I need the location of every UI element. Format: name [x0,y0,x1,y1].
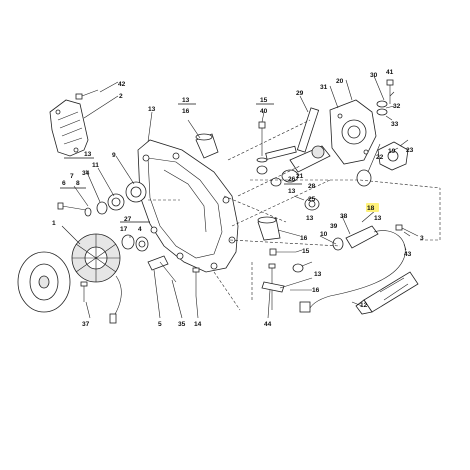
callout-27: 27 [124,216,132,223]
assembly-lines [148,119,441,311]
callout-23: 23 [406,147,414,154]
callout-25: 25 [308,196,316,203]
callout-17: 17 [120,226,128,233]
callout-11: 11 [92,162,99,169]
bearing-17-part [121,234,149,252]
sprocket-cover-part [49,99,89,157]
callout-34: 34 [82,170,90,177]
bushing-16-part [195,133,219,159]
bolt-15-part [256,121,268,163]
callout-37: 37 [82,321,90,328]
callout-1: 1 [52,220,56,227]
leader-lines [61,75,411,319]
callout-labels: 42 2 13 13 16 15 40 29 20 31 30 41 32 33… [52,69,424,328]
callout-13-sensor: 13 [306,215,314,222]
callout-19: 19 [388,148,396,155]
callout-14: 14 [194,321,202,328]
callout-18: 18 [367,205,375,212]
callout-20: 20 [336,78,344,85]
callout-31: 31 [320,84,328,91]
sensor-38-part [332,225,379,251]
callout-35: 35 [178,321,186,328]
callout-4: 4 [138,226,142,233]
bearing-11-part [107,193,125,211]
pump-cover-part [329,99,377,165]
callout-40: 40 [260,108,268,115]
callout-22: 22 [376,154,384,161]
bearing-9-part [125,181,147,203]
callout-15-top: 15 [260,97,268,104]
pickup-part [147,255,177,283]
seal-28-part [304,197,320,211]
sealant-tube-12-part [355,271,419,315]
callout-26: 26 [288,176,296,183]
callout-3: 3 [420,235,424,242]
callout-16-lower: 16 [300,235,308,242]
callout-8: 8 [76,180,80,187]
callout-7: 7 [70,173,74,180]
callout-21: 21 [296,173,304,180]
impeller-part [256,145,299,187]
highlight-18 [366,203,379,212]
callout-12: 12 [360,302,368,309]
callout-13-bottom: 13 [314,271,322,278]
callout-16-top: 16 [182,108,190,115]
callout-6: 6 [62,180,66,187]
stator-1-part [71,233,122,324]
callout-13-mid: 13 [288,188,296,195]
callout-42: 42 [118,81,126,88]
plug-16-part [257,216,281,241]
bolt-42-part [75,89,99,100]
callout-39: 39 [330,223,338,230]
rotor-part [17,251,71,313]
clip-part [261,281,285,293]
pump-shaft-29-part [289,107,331,173]
callout-9: 9 [112,152,116,159]
bolt-41-part [386,79,394,104]
callout-2: 2 [119,93,123,100]
bolt-3-part [395,224,419,237]
group-bars [60,103,302,223]
callout-16-bottom: 16 [312,287,320,294]
washer-32-part [376,100,388,116]
callout-15-lower: 15 [302,248,310,255]
washer-15b-part [292,263,304,273]
callout-28: 28 [308,183,316,190]
callout-13-top: 13 [182,97,190,104]
callout-43: 43 [404,251,412,258]
washer-34-part [96,201,108,215]
plug-15-part [269,248,296,256]
side-cover-casting-part [137,139,239,273]
callout-38: 38 [340,213,348,220]
callout-13-left: 13 [84,151,92,158]
callout-30: 30 [370,72,378,79]
callout-41: 41 [386,69,394,76]
screw-37-part [80,281,88,302]
callout-33: 33 [391,121,399,128]
callout-32: 32 [393,103,401,110]
callout-13-right: 13 [374,215,382,222]
callout-10: 10 [320,231,328,238]
callout-44: 44 [264,321,272,328]
callout-29: 29 [296,90,304,97]
o-ring-19-part [356,169,372,187]
sensor-wire-part [299,230,406,313]
bolt-6-part [57,202,87,211]
cover-23-part [377,141,409,171]
callout-13-cover: 13 [148,106,156,113]
bolt-14-part [192,267,200,296]
callout-5: 5 [158,321,162,328]
washer-8-part [84,207,92,217]
